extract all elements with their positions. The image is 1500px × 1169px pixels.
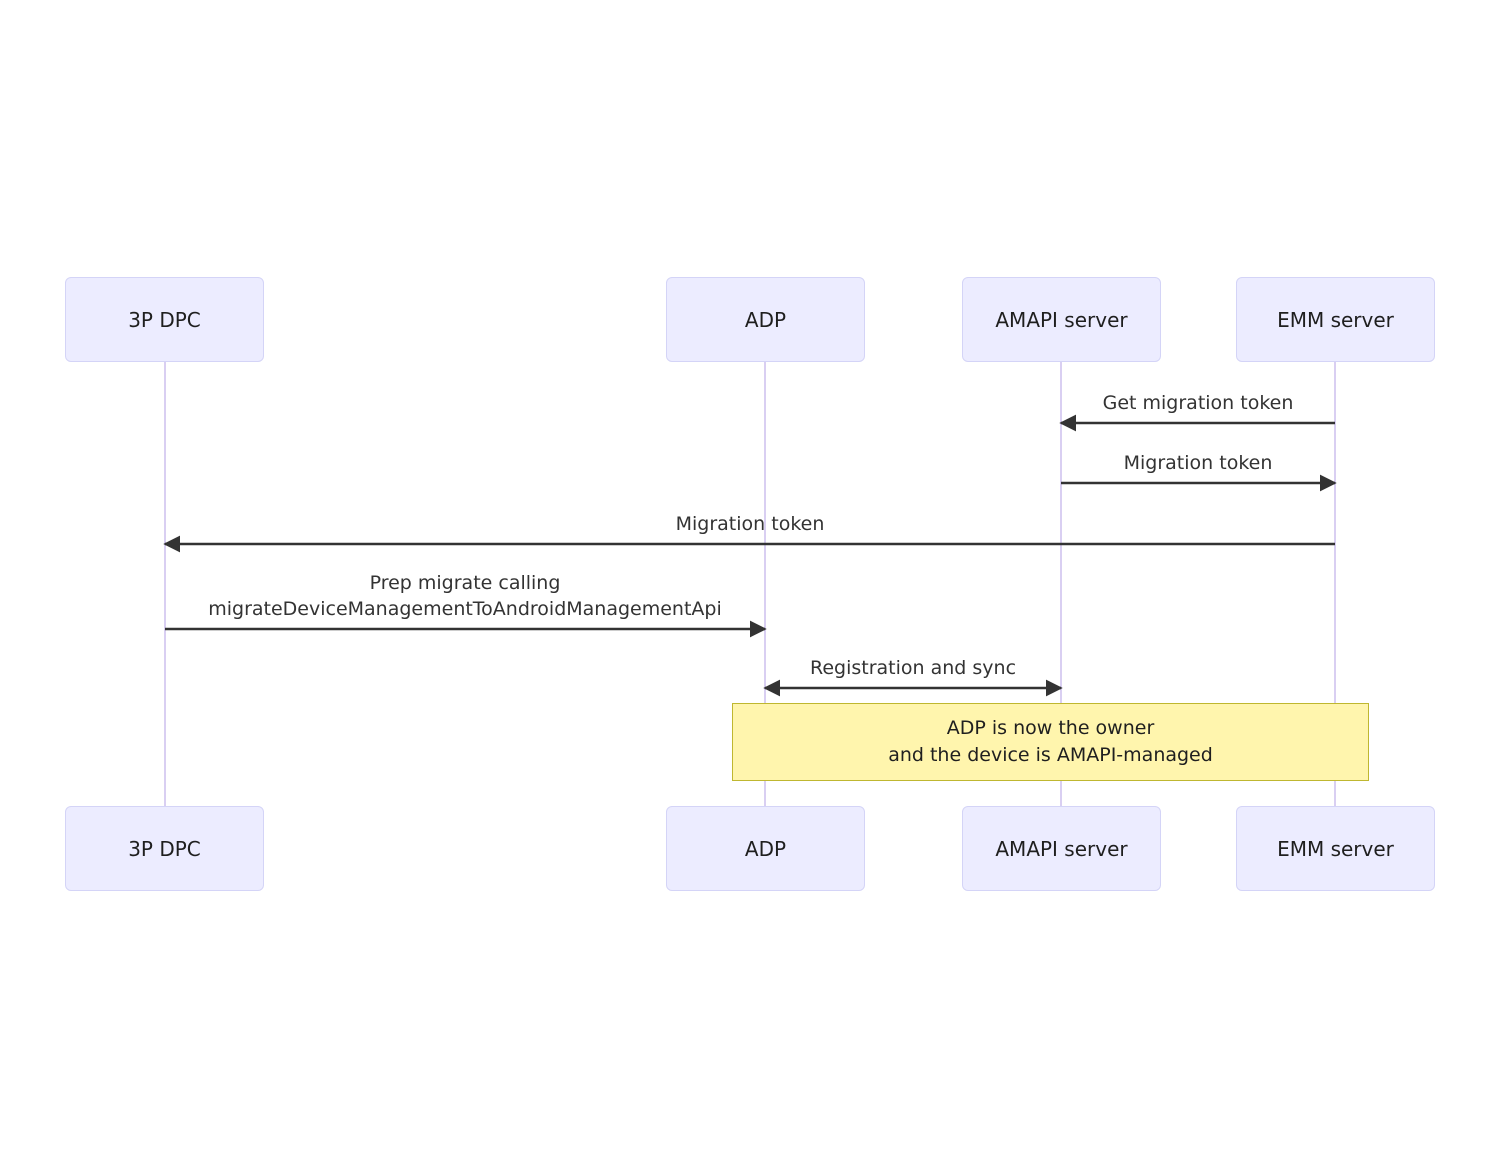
participant-adp-bottom: ADP xyxy=(666,806,865,891)
participant-amapi-bottom: AMAPI server xyxy=(962,806,1161,891)
message-label-m4: Prep migrate calling migrateDeviceManage… xyxy=(208,572,722,620)
message-label-m2: Migration token xyxy=(1123,452,1273,474)
message-label-m1: Get migration token xyxy=(1102,392,1294,414)
participant-label: 3P DPC xyxy=(128,836,201,861)
participant-adp-top: ADP xyxy=(666,277,865,362)
message-label-m5: Registration and sync xyxy=(809,657,1017,679)
note-text: ADP is now the owner and the device is A… xyxy=(888,717,1213,766)
participant-label: EMM server xyxy=(1277,836,1394,861)
participant-amapi-top: AMAPI server xyxy=(962,277,1161,362)
participant-label: EMM server xyxy=(1277,307,1394,332)
note-adp-owner: ADP is now the owner and the device is A… xyxy=(732,703,1369,781)
participant-label: ADP xyxy=(744,836,787,861)
participant-label: AMAPI server xyxy=(995,307,1128,332)
participant-dpc-bottom: 3P DPC xyxy=(65,806,264,891)
participant-label: 3P DPC xyxy=(128,307,201,332)
participant-dpc-top: 3P DPC xyxy=(65,277,264,362)
message-label-m3: Migration token xyxy=(675,513,825,535)
participant-emm-top: EMM server xyxy=(1236,277,1435,362)
participant-label: ADP xyxy=(744,307,787,332)
message-arrows-group xyxy=(163,414,1337,697)
participant-emm-bottom: EMM server xyxy=(1236,806,1435,891)
participant-label: AMAPI server xyxy=(995,836,1128,861)
